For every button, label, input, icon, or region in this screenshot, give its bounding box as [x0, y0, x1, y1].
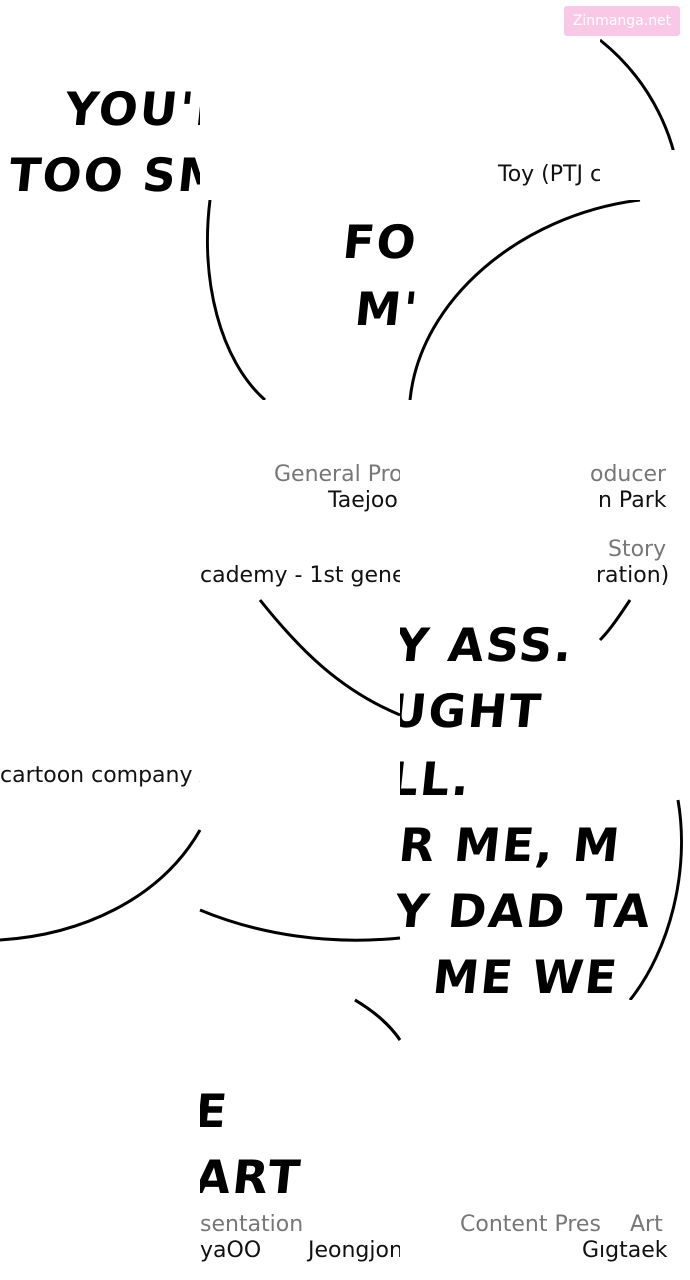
- credit-producer-name: n Park: [598, 488, 667, 513]
- credit-presentation-label: sentation: [200, 1212, 304, 1237]
- credit-gigtaek: Gıgtaek: [582, 1238, 668, 1263]
- credit-story-label: Story: [608, 537, 667, 562]
- credit-producer-label: oducer: [590, 462, 667, 487]
- credit-content-label: Content Pres: [460, 1212, 601, 1237]
- central-arc-lower-overlay: [258, 599, 401, 717]
- bottom-arc-overlay: [354, 998, 402, 1041]
- watermark-badge: Zinmanga.net: [564, 6, 680, 36]
- central-arc-upper: [206, 199, 266, 402]
- credit-cartoon-company: cartoon company A: [0, 763, 215, 788]
- toy-crop-mask: [600, 150, 690, 200]
- right-arc-middle: [598, 599, 632, 642]
- right-arc-lower: [628, 799, 683, 1001]
- credit-general-producer-name: Taejoo: [328, 488, 398, 513]
- cartoon-crop-mask: [200, 750, 400, 800]
- credit-toy: Toy (PTJ c: [498, 162, 603, 187]
- credit-jeongjon: Jeongjon: [308, 1238, 403, 1263]
- credit-generation: ration): [596, 563, 670, 588]
- content-crop-mask: [600, 1205, 628, 1235]
- credit-academy: cademy - 1st gener: [200, 563, 415, 588]
- tile-mask-bottom-left: [0, 1000, 200, 1280]
- credit-art-label: Art: [630, 1212, 663, 1237]
- jeongjon-crop-mask: [400, 1230, 460, 1270]
- credit-crop-mask: [400, 440, 590, 590]
- credit-yaoo: yaOO: [200, 1238, 262, 1263]
- tile-mask: [200, 0, 600, 200]
- left-arc-lower: [0, 829, 202, 942]
- right-arc-upper: [408, 198, 641, 401]
- credit-general-producer-label: General Pro: [274, 462, 403, 487]
- center-arc-bottom: [199, 908, 401, 942]
